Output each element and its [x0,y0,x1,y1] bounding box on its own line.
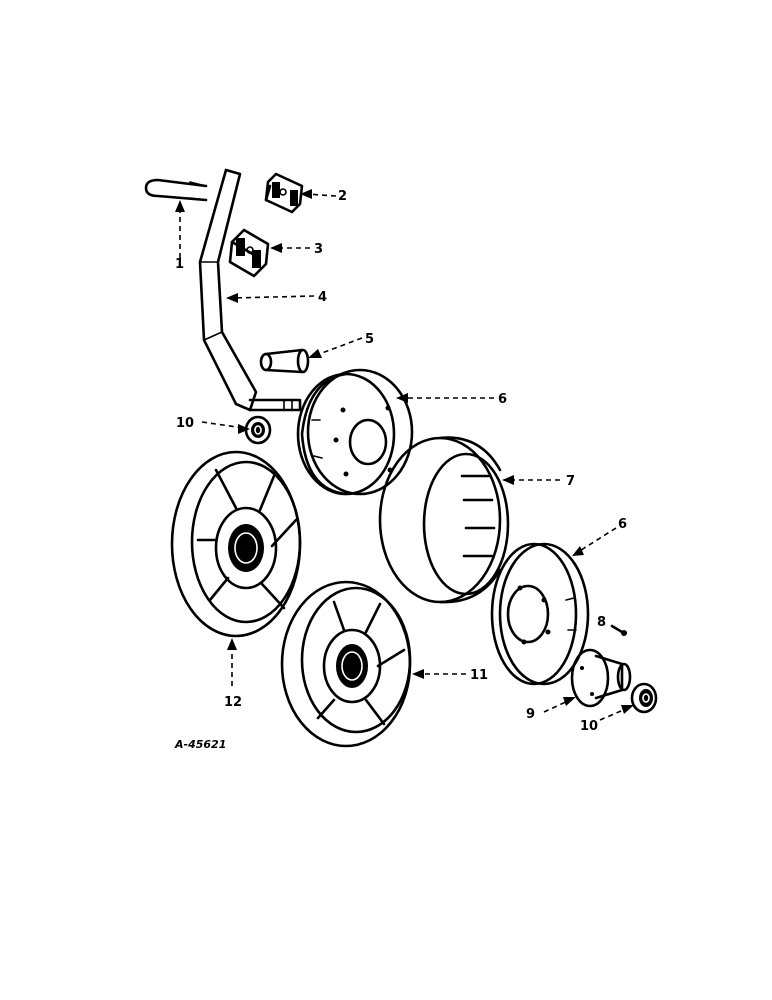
axle-pin-part-5 [259,348,310,374]
arrowhead-1 [175,200,185,212]
arrowhead-5 [308,349,322,358]
callout-8: 8 [597,615,606,630]
callout-9: 9 [526,707,535,722]
arrowhead-10b [621,705,634,714]
tire-part-7 [378,436,510,604]
hub-part-9 [570,648,632,708]
leader-9 [543,699,571,713]
arrowhead-6a [396,393,408,403]
drawing-number: A-45621 [174,738,226,751]
arrowhead-4 [226,293,238,303]
leader-6b [577,527,617,553]
callout-6-upper: 6 [498,392,507,407]
bearing-part-10-right [630,682,658,714]
leader-5 [313,337,363,357]
drum-half-part-6-upper [296,368,414,496]
wheel-part-11 [280,580,412,748]
drum-half-part-6-lower [490,542,590,686]
callout-12: 12 [224,695,242,710]
callout-4: 4 [318,290,327,305]
leader-10a [201,421,245,429]
arrowhead-12 [227,638,237,650]
callout-7: 7 [566,474,575,489]
bolt-part-8 [610,624,627,636]
callout-10-left: 10 [176,416,194,431]
callout-11: 11 [470,668,488,683]
callout-2: 2 [338,189,347,204]
arrowhead-11 [412,669,424,679]
arrowhead-10a [238,424,250,434]
arrowhead-7 [502,475,514,485]
callout-10-right: 10 [580,719,598,734]
callout-5: 5 [365,332,374,347]
clamp-part-3 [228,228,270,278]
arrowhead-3 [270,243,282,253]
callout-3: 3 [314,242,323,257]
leader-4 [231,295,315,299]
bearing-part-10-left [244,415,272,445]
callout-6-lower: 6 [618,517,627,532]
leader-lines [175,189,634,721]
callout-numbers: 1 2 3 4 5 10 6 7 6 8 9 10 11 12 [175,189,627,734]
arrowhead-9 [563,697,576,706]
arm-part-4 [198,168,302,412]
arrowhead-6b [572,546,584,556]
wheel-part-12 [170,450,302,638]
clamp-part-2 [264,172,304,214]
callout-1: 1 [175,257,184,272]
u-bolt-part-1 [144,178,208,202]
arrowhead-2 [300,189,312,199]
